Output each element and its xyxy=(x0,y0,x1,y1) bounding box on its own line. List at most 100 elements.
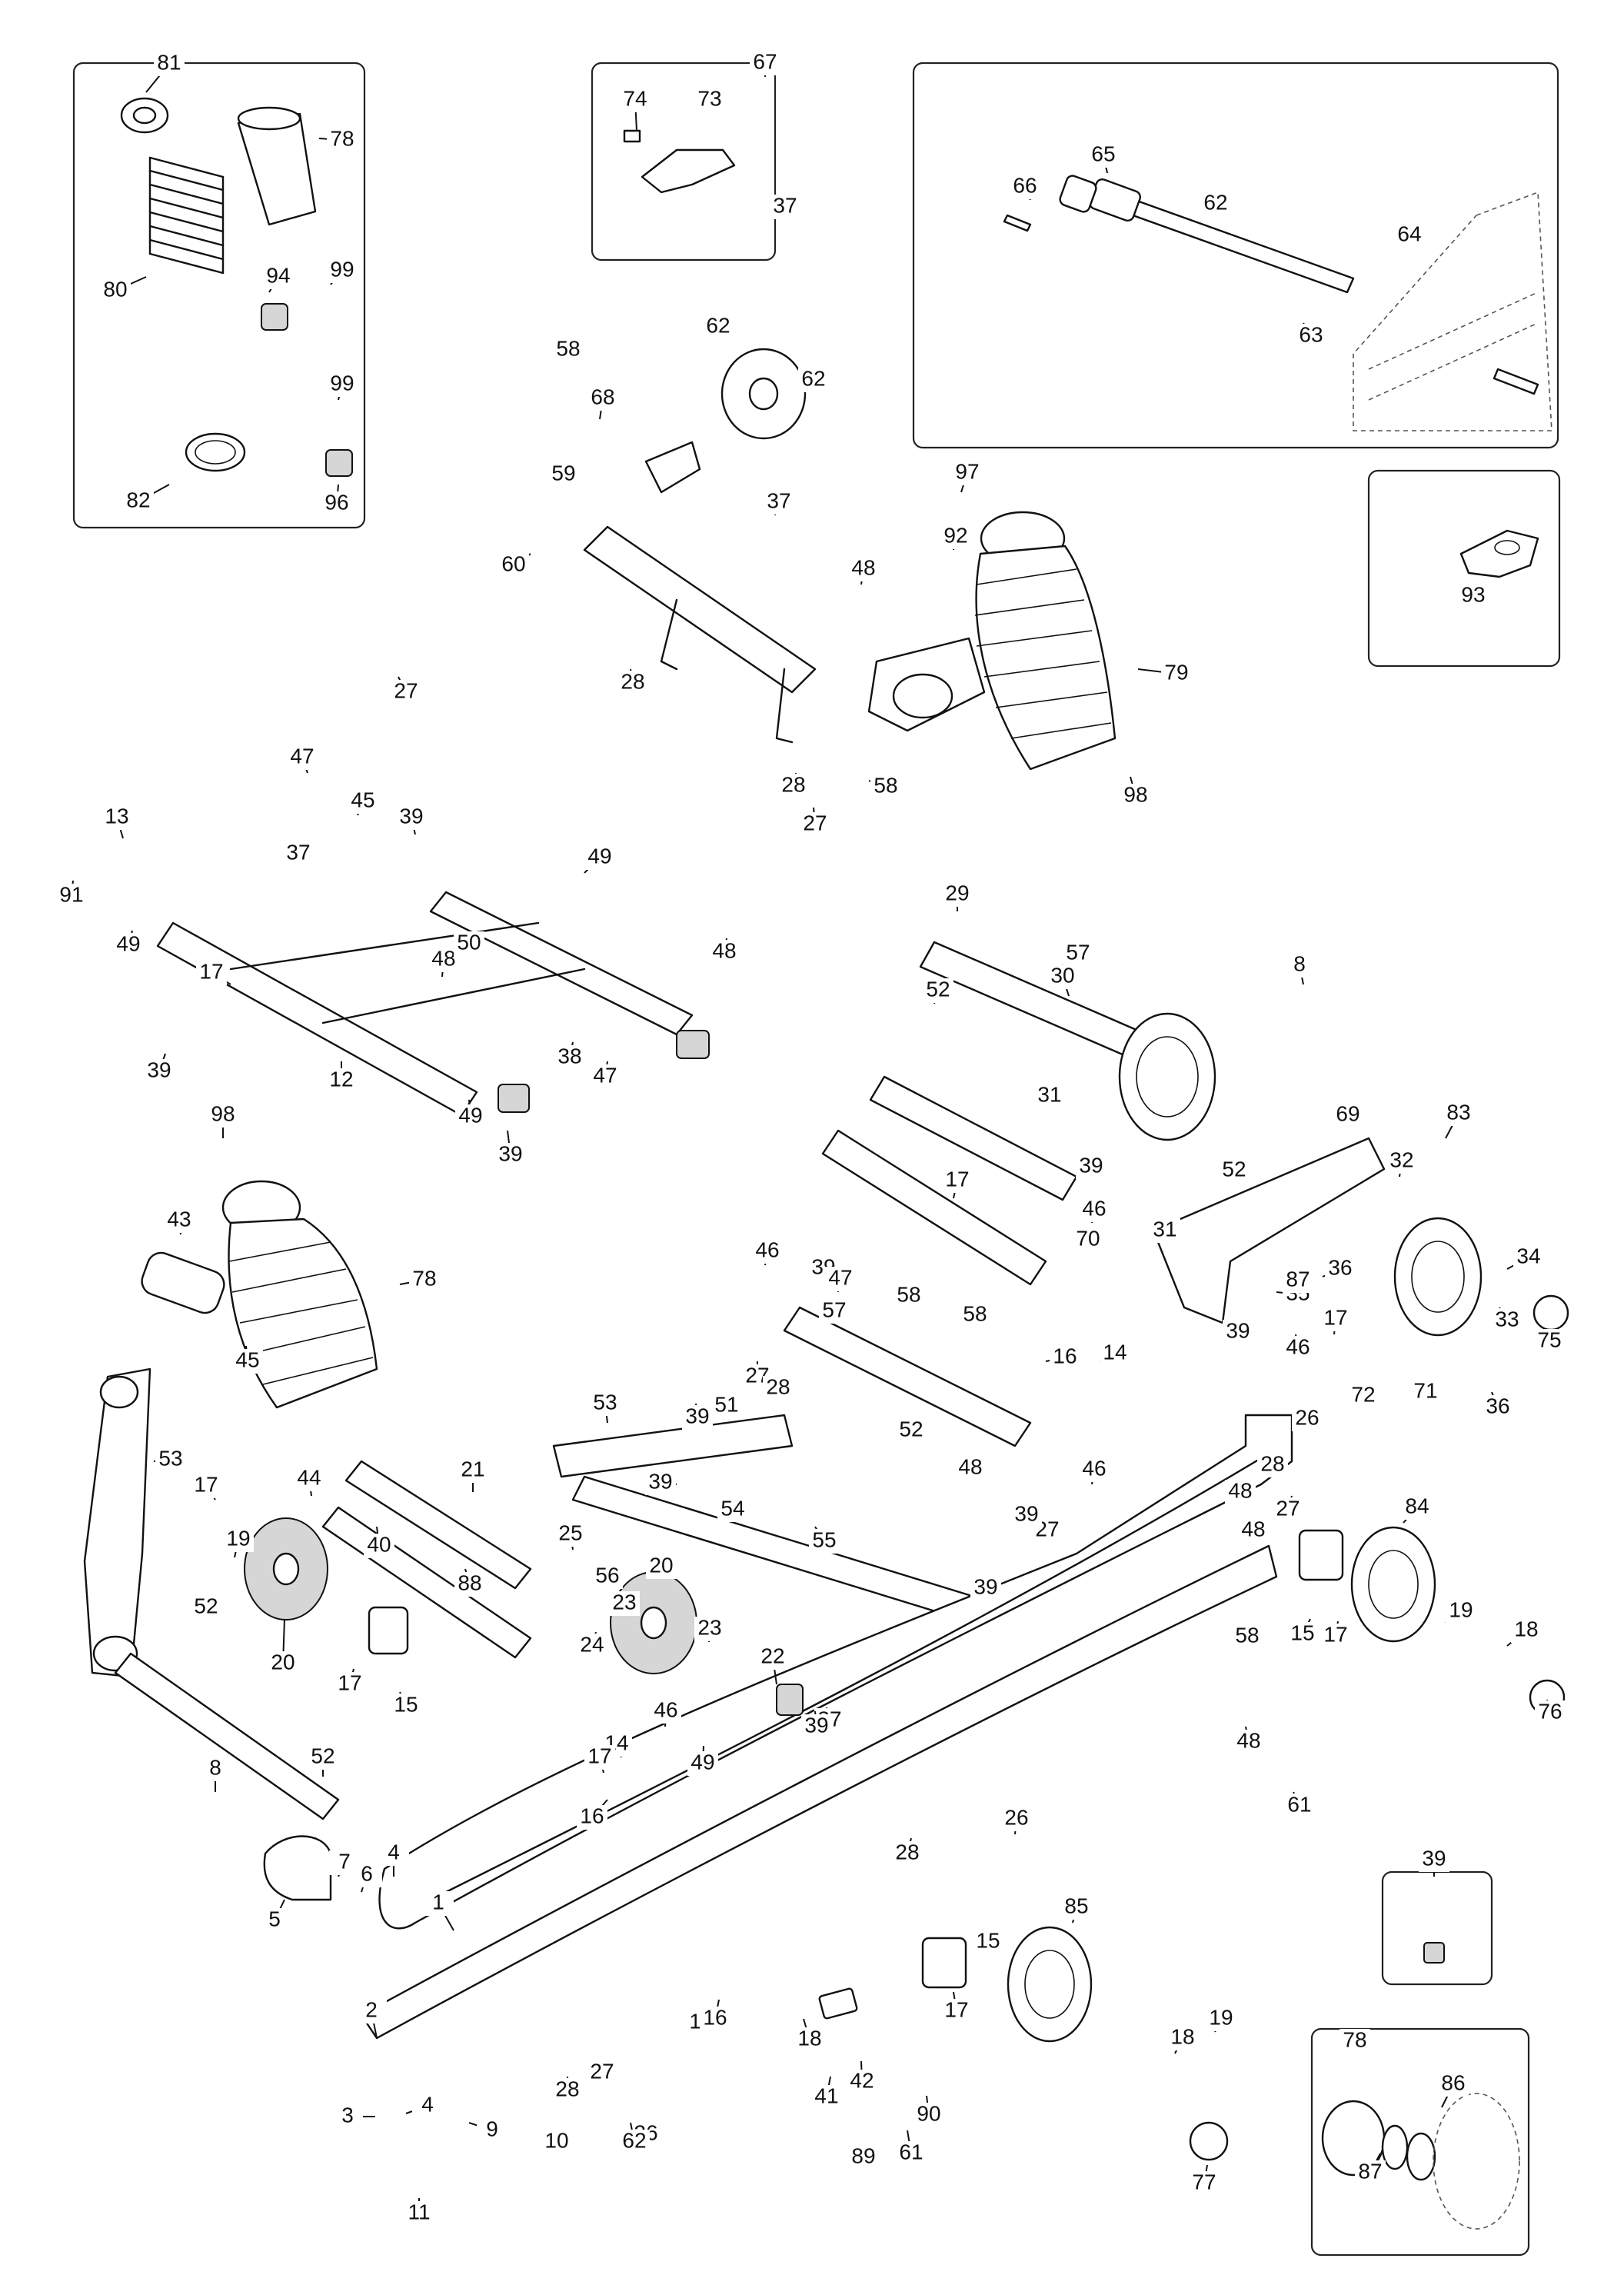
callout-number: 31 xyxy=(1037,1082,1061,1106)
callout-number: 28 xyxy=(781,772,805,796)
callout-number: 16 xyxy=(703,2005,727,2029)
callout-62: 62 xyxy=(798,366,829,392)
callout-number: 2 xyxy=(365,1997,378,2021)
callout-backdrop xyxy=(223,1527,254,1552)
callout-number: 49 xyxy=(458,1103,482,1127)
callout-number: 54 xyxy=(720,1496,744,1520)
callout-75: 75 xyxy=(1534,1327,1565,1354)
callout-number: 39 xyxy=(648,1469,672,1493)
callout-28: 28 xyxy=(763,1374,794,1401)
callout-backdrop xyxy=(687,1751,718,1776)
callout-backdrop xyxy=(584,1745,615,1770)
callout-backdrop xyxy=(455,1104,486,1129)
callout-58: 58 xyxy=(553,336,584,362)
callout-58: 58 xyxy=(960,1301,990,1327)
callout-58: 58 xyxy=(1232,1623,1263,1649)
callout-49: 49 xyxy=(455,1099,486,1129)
callout-27: 27 xyxy=(391,676,421,704)
callout-47: 47 xyxy=(825,1265,856,1293)
callout-backdrop xyxy=(587,386,618,411)
callout-number: 28 xyxy=(766,1374,790,1398)
spring-stopper xyxy=(120,97,169,134)
callout-number: 20 xyxy=(649,1553,673,1577)
callout-backdrop xyxy=(1206,2007,1236,2031)
callout-backdrop xyxy=(848,2145,879,2170)
callout-number: 89 xyxy=(851,2143,875,2167)
callout-number: 64 xyxy=(1397,222,1421,245)
callout-79: 79 xyxy=(1137,660,1192,686)
callout-backdrop xyxy=(1443,1101,1474,1126)
callout-number: 46 xyxy=(1286,1334,1310,1358)
callout-19: 19 xyxy=(223,1526,254,1558)
callout-23: 23 xyxy=(609,1590,640,1616)
callout-backdrop xyxy=(703,315,734,339)
callout-70: 70 xyxy=(1073,1226,1103,1252)
callout-backdrop xyxy=(1273,1497,1303,1522)
callout-19: 19 xyxy=(1445,1597,1476,1624)
callout-backdrop xyxy=(592,1564,623,1589)
callout-backdrop xyxy=(973,1930,1003,1954)
callout-21: 21 xyxy=(458,1457,488,1492)
callout-number: 40 xyxy=(367,1532,391,1556)
callout-backdrop xyxy=(1225,1480,1256,1504)
callout-17: 17 xyxy=(942,1167,973,1199)
callout-number: 86 xyxy=(1441,2070,1465,2094)
callout-backdrop xyxy=(1088,143,1119,168)
callout-backdrop xyxy=(1534,1329,1565,1354)
callout-45: 45 xyxy=(348,788,378,816)
callout-3: 3 xyxy=(332,2103,375,2129)
callout-28: 28 xyxy=(892,1837,923,1866)
callout-number: 49 xyxy=(691,1750,714,1774)
callout-backdrop xyxy=(694,1617,725,1641)
callout-number: 60 xyxy=(501,551,525,575)
plate-42 xyxy=(818,1987,858,2020)
callout-58: 58 xyxy=(894,1282,924,1308)
callout-48: 48 xyxy=(848,555,879,585)
callout-backdrop xyxy=(770,195,800,219)
callout-82: 82 xyxy=(123,484,170,514)
idler-wheel-87a xyxy=(1350,1526,1436,1643)
callout-backdrop xyxy=(1355,2160,1386,2185)
callout-backdrop xyxy=(942,882,973,907)
callout-number: 49 xyxy=(116,931,140,955)
callout-27: 27 xyxy=(1273,1495,1303,1522)
rod-65 xyxy=(1059,175,1355,294)
callout-number: 52 xyxy=(926,977,950,1001)
callout-91: 91 xyxy=(56,880,87,908)
callout-backdrop xyxy=(554,1045,585,1070)
bushing-44 xyxy=(141,1251,225,1314)
callout-number: 51 xyxy=(714,1392,738,1416)
callout-backdrop xyxy=(454,1572,485,1597)
callout-backdrop xyxy=(764,490,794,515)
callout-backdrop xyxy=(1120,784,1151,808)
callout-number: 21 xyxy=(461,1457,484,1481)
callout-backdrop xyxy=(259,1908,290,1933)
callout-number: 32 xyxy=(1389,1148,1413,1171)
callout-2: 2 xyxy=(356,1997,387,2039)
callout-number: 49 xyxy=(587,844,611,868)
callout-78: 78 xyxy=(318,126,358,152)
callout-backdrop xyxy=(1458,584,1489,608)
callout-number: 31 xyxy=(1153,1217,1176,1241)
callout-number: 44 xyxy=(297,1465,321,1489)
callout-number: 12 xyxy=(329,1067,353,1091)
callout-number: 3 xyxy=(341,2103,354,2127)
callout-backdrop xyxy=(1292,1407,1323,1431)
callout-87: 87 xyxy=(1355,2153,1386,2185)
callout-23: 23 xyxy=(694,1615,725,1643)
callout-48: 48 xyxy=(709,938,740,964)
callout-20: 20 xyxy=(646,1553,677,1579)
inset-wheel-bearing xyxy=(1310,2027,1530,2257)
callout-number: 11 xyxy=(408,2200,430,2223)
callout-97: 97 xyxy=(952,459,983,493)
callout-number: 91 xyxy=(59,882,83,906)
callout-number: 42 xyxy=(850,2068,874,2092)
callout-34: 34 xyxy=(1506,1244,1544,1270)
callout-backdrop xyxy=(200,1757,231,1781)
callout-backdrop xyxy=(477,2118,508,2143)
callout-number: 19 xyxy=(1209,2005,1233,2029)
callout-number: 37 xyxy=(286,840,310,864)
callout-number: 84 xyxy=(1405,1494,1429,1517)
callout-45: 45 xyxy=(232,1345,263,1374)
callout-backdrop xyxy=(268,1651,298,1676)
